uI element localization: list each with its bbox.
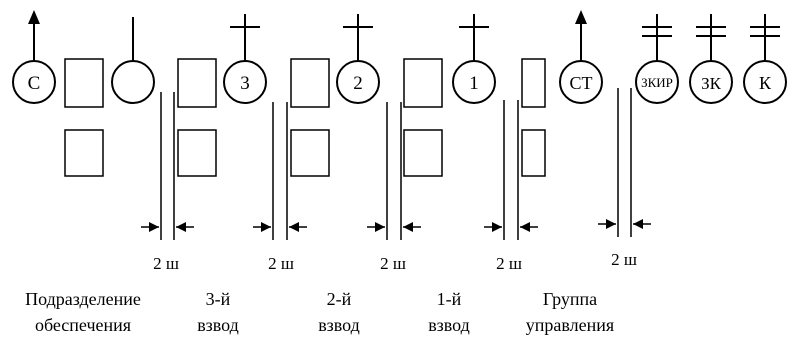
commander-k-symbol: К (743, 14, 787, 104)
label-zkir: ЗКИР (641, 75, 673, 90)
interval-label: 2 ш (611, 250, 637, 269)
control-label-line1: Группа (543, 289, 597, 309)
circle-s (12, 60, 56, 104)
support-label-line2: обеспечения (35, 315, 131, 335)
support-commander-symbol (111, 17, 155, 104)
platoon3-label-line1: 3-й (206, 289, 231, 309)
commander-st-symbol: СТ (559, 10, 603, 104)
interval-label: 2 ш (268, 254, 294, 273)
arrow-head-icon (28, 10, 40, 24)
label-3: 3 (240, 73, 250, 94)
vehicle-platoon1-top (403, 58, 443, 108)
interval-label: 2 ш (380, 254, 406, 273)
commander-zk-symbol: ЗК (689, 14, 733, 104)
interval-platoon2: 2 ш (367, 102, 421, 273)
control-label-line2: управления (526, 315, 614, 335)
circle-empty (111, 60, 155, 104)
arrow-left-icon (289, 222, 299, 232)
vehicle-support-top (64, 58, 104, 108)
arrow-right-icon (606, 219, 616, 229)
vehicle-control-bottom (521, 129, 546, 177)
circle-3 (223, 60, 267, 104)
arrow-left-icon (520, 222, 530, 232)
circle-st (559, 60, 603, 104)
label-2: 2 (353, 73, 363, 94)
interval-support: 2 ш (141, 92, 194, 273)
platoon2-label-line1: 2-й (327, 289, 352, 309)
circle-zk (689, 60, 733, 104)
support-label-line1: Подразделение (25, 289, 141, 309)
vehicle-platoon2-bottom (290, 129, 330, 177)
circle-zkir (635, 60, 679, 104)
arrow-right-icon (261, 222, 271, 232)
label-k: К (759, 73, 772, 93)
arrow-left-icon (633, 219, 643, 229)
commander-zkir-symbol: ЗКИР (635, 14, 679, 104)
platoon3-label-line2: взвод (197, 315, 239, 335)
label-zk: ЗК (701, 74, 722, 93)
commander-1-symbol: 1 (452, 14, 496, 104)
vehicle-control-top (521, 58, 546, 108)
interval-platoon1: 2 ш (484, 100, 538, 273)
group-labels: Подразделение обеспечения 3-й взвод 2-й … (25, 289, 614, 335)
commander-s-symbol: С (12, 10, 56, 104)
vehicle-support-bottom (64, 129, 104, 177)
platoon2-label-line2: взвод (318, 315, 360, 335)
circle-2 (336, 60, 380, 104)
commander-2-symbol: 2 (336, 14, 380, 104)
label-1: 1 (469, 73, 479, 94)
arrow-left-icon (403, 222, 413, 232)
vehicles (64, 58, 546, 177)
label-st: СТ (569, 73, 592, 93)
vehicle-platoon2-top (290, 58, 330, 108)
arrow-right-icon (492, 222, 502, 232)
platoon1-label-line1: 1-й (437, 289, 462, 309)
circle-k (743, 60, 787, 104)
commander-3-symbol: 3 (223, 14, 267, 104)
platoon1-label-line2: взвод (428, 315, 470, 335)
vehicle-platoon3-top (177, 58, 217, 108)
interval-label: 2 ш (496, 254, 522, 273)
interval-platoon3: 2 ш (253, 102, 307, 273)
vehicle-platoon3-bottom (177, 129, 217, 177)
arrow-right-icon (375, 222, 385, 232)
label-s: С (28, 73, 41, 94)
interval-control: 2 ш (598, 88, 651, 269)
circle-1 (452, 60, 496, 104)
vehicle-platoon1-bottom (403, 129, 443, 177)
arrow-head-icon (575, 10, 587, 24)
arrow-left-icon (176, 222, 186, 232)
arrow-right-icon (149, 222, 159, 232)
interval-label: 2 ш (153, 254, 179, 273)
